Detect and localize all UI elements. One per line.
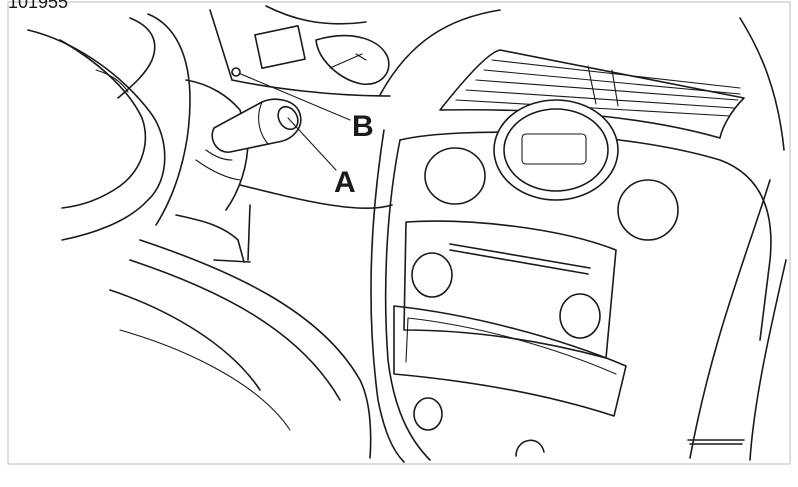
leader-line-b <box>235 71 351 121</box>
lower-right-knob <box>515 439 545 457</box>
lower-dash-panel <box>109 184 393 459</box>
callout-label-b: B <box>352 110 374 143</box>
stalk-switch <box>211 98 302 153</box>
callout-leaders <box>231 67 351 171</box>
lower-left-knob <box>413 397 443 431</box>
air-vent-grille <box>439 49 745 139</box>
steering-column <box>175 79 249 263</box>
right-round-vent <box>617 179 679 241</box>
centre-clock <box>493 99 619 201</box>
instrument-cluster <box>209 5 391 97</box>
left-round-vent <box>424 147 486 205</box>
storage-tray <box>393 305 627 417</box>
right-side-panel <box>687 179 787 461</box>
leader-line-a <box>287 117 337 171</box>
centre-console <box>370 9 785 463</box>
callout-label-a: A <box>334 166 356 199</box>
figure-border <box>7 1 791 465</box>
steering-wheel <box>27 13 191 241</box>
figure-reference-number: 101955 <box>8 0 68 12</box>
